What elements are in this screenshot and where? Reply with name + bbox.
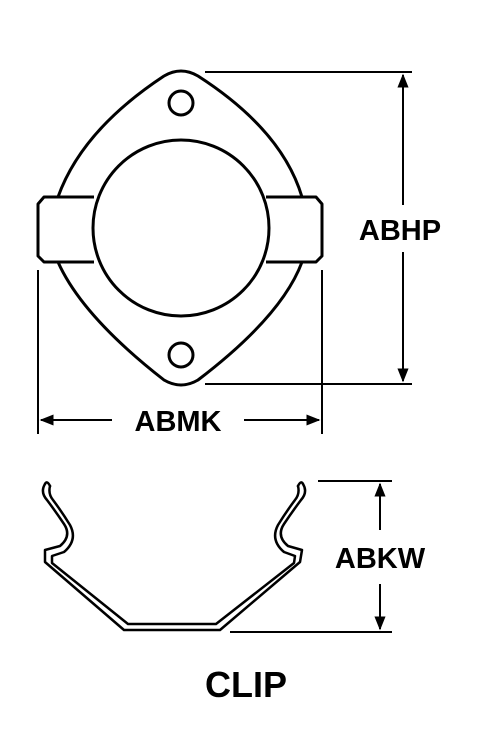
center-hole [91,138,271,318]
clip-height-dimension [230,480,392,633]
clip-plate-outline [56,69,304,387]
top-mounting-hole [167,89,195,117]
clip-top-view [36,69,324,387]
caption-title: CLIP [205,664,287,705]
clip-side-view [41,481,307,632]
bottom-mounting-hole [167,341,195,369]
right-curl [296,481,305,488]
clip-side-inner [48,484,300,626]
clip-height-dimension-label: ABKW [335,543,426,575]
width-dimension [37,270,323,434]
width-dimension-label: ABMK [135,406,222,438]
height-dimension-label: ABHP [359,215,441,247]
left-tab [36,195,94,264]
left-curl [43,481,52,488]
right-tab [266,195,324,264]
height-dimension [205,71,412,385]
clip-side-outer [41,482,307,632]
